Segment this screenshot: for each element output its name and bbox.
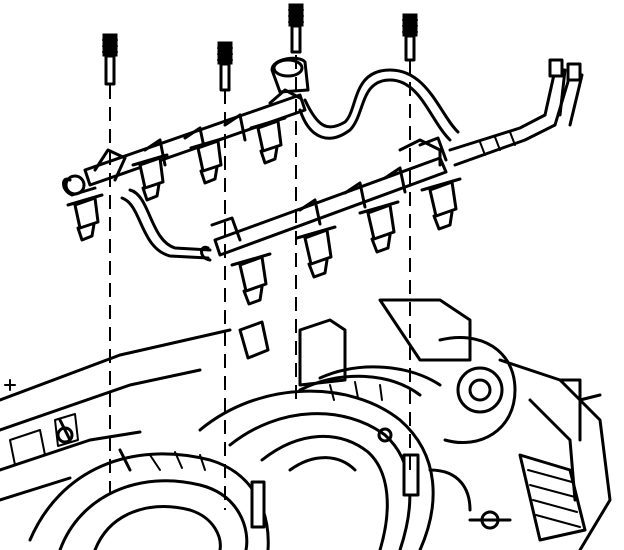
fuel-injector-l4 bbox=[249, 116, 287, 165]
fuel-injector-r1 bbox=[230, 252, 272, 306]
fuel-injector-l2 bbox=[131, 153, 169, 202]
fuel-lines bbox=[120, 56, 584, 260]
intake-manifold bbox=[0, 298, 612, 550]
fuel-injector-l1 bbox=[66, 193, 104, 242]
fuel-injectors-right-bank bbox=[230, 177, 462, 306]
fuel-injectors-left-bank bbox=[66, 116, 287, 242]
fuel-rail-right bbox=[200, 136, 448, 262]
mounting-studs bbox=[102, 3, 418, 92]
fuel-injector-r4 bbox=[420, 177, 462, 231]
stud-1 bbox=[102, 33, 118, 86]
registration-mark bbox=[4, 379, 16, 391]
stud-4 bbox=[402, 13, 418, 62]
fuel-injector-r3 bbox=[358, 200, 400, 254]
fuel-injector-r2 bbox=[295, 225, 337, 279]
stud-3 bbox=[288, 3, 304, 54]
fuel-injector-l3 bbox=[189, 136, 227, 185]
stud-2 bbox=[217, 41, 233, 92]
